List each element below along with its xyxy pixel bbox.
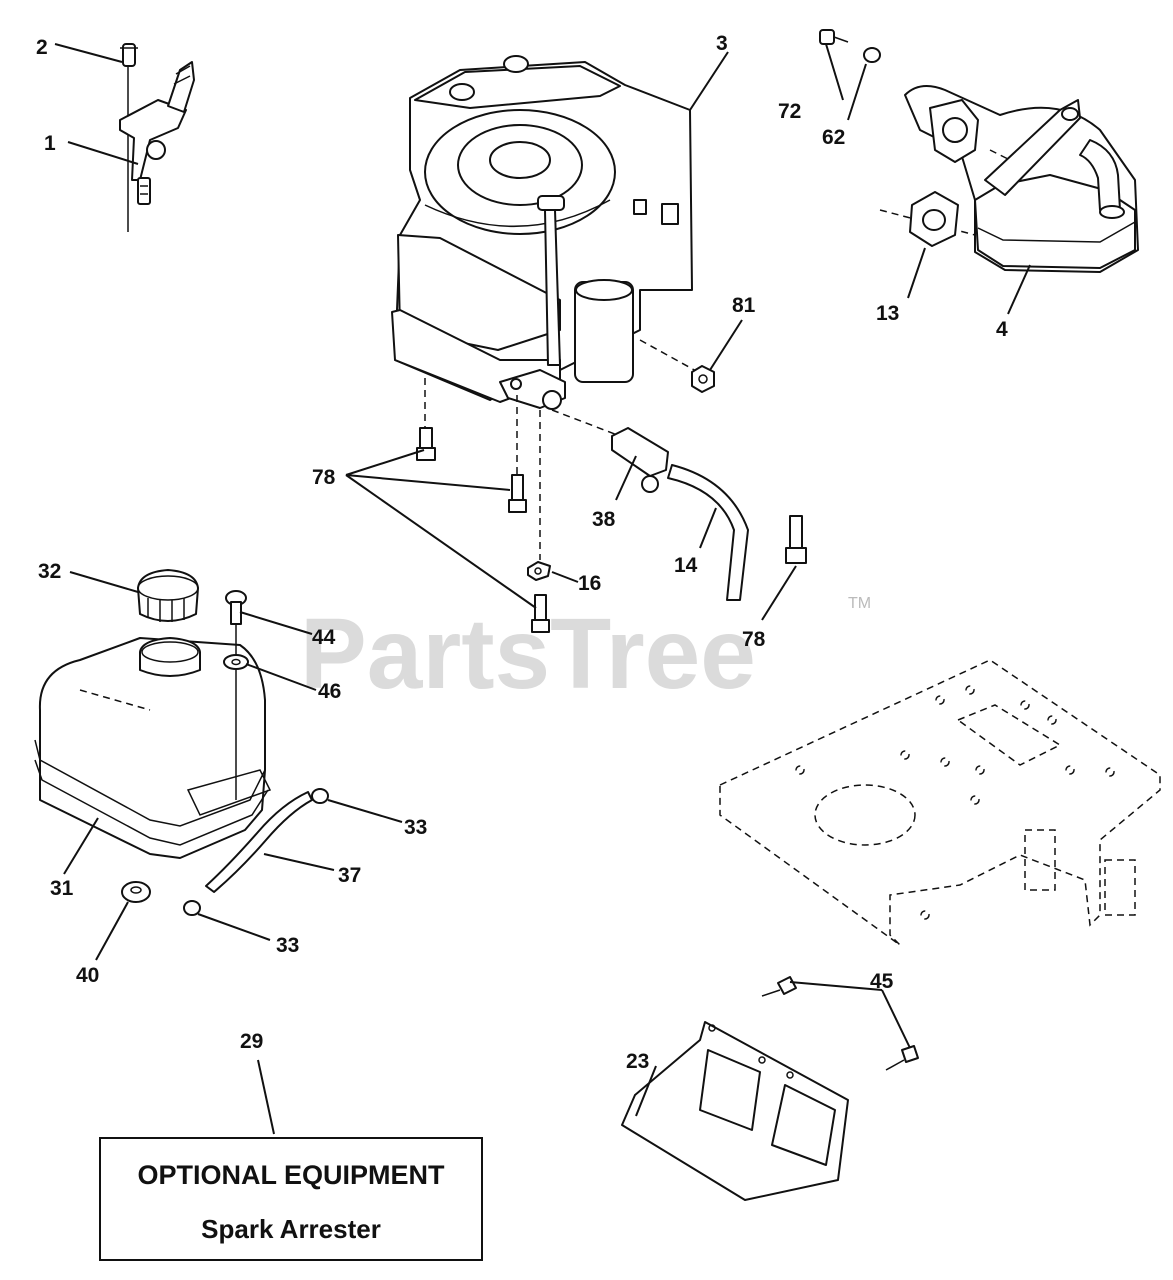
- callout-44: 44: [312, 626, 336, 649]
- callout-33a: 33: [404, 816, 427, 839]
- callout-40: 40: [76, 964, 99, 987]
- nut-81: [691, 365, 715, 393]
- callout-38: 38: [592, 508, 616, 531]
- callout-16: 16: [578, 572, 601, 595]
- washer-46: [223, 654, 249, 670]
- lock-washer-62: [863, 47, 881, 63]
- callout-29: 29: [240, 1030, 263, 1053]
- watermark-text: PartsTree: [300, 598, 756, 710]
- callout-13: 13: [876, 302, 899, 325]
- callout-72: 72: [778, 100, 801, 123]
- fuel-filter-38: [611, 427, 669, 493]
- leader-lines: [54, 43, 1031, 1135]
- optional-equipment-title: OPTIONAL EQUIPMENT: [137, 1160, 445, 1190]
- gasket-13: [909, 191, 959, 247]
- frame: [719, 659, 1161, 946]
- muffler: [879, 85, 1139, 273]
- engine: [391, 55, 699, 437]
- callout-37: 37: [338, 864, 361, 887]
- fuel-cap-32: [137, 569, 199, 622]
- screws-45: [761, 976, 919, 1071]
- grommet-40: [121, 881, 151, 903]
- hose-clamp-33: [183, 788, 329, 916]
- callout-32: 32: [38, 560, 61, 583]
- bolt-72: [819, 29, 849, 45]
- throttle-control: [119, 43, 195, 232]
- washer-16: [527, 561, 551, 581]
- watermark-trademark: TM: [848, 595, 871, 612]
- watermark: PartsTree TM: [300, 595, 871, 710]
- callout-2: 2: [36, 36, 48, 59]
- callout-labels: 2 1 3 4 13 72 62 81 78 78 16 38 14 32 44…: [36, 32, 1008, 1073]
- fuel-line-37: [205, 791, 313, 893]
- bolts-78: [416, 378, 807, 633]
- heat-shield-23: [621, 1021, 849, 1201]
- callout-3: 3: [716, 32, 728, 55]
- callout-45: 45: [870, 970, 894, 993]
- callout-62: 62: [822, 126, 845, 149]
- callout-81: 81: [732, 294, 756, 317]
- callout-23: 23: [626, 1050, 649, 1073]
- callout-1: 1: [44, 132, 56, 155]
- callout-14: 14: [674, 554, 698, 577]
- fuel-tank-31: [34, 637, 272, 859]
- optional-equipment-box: OPTIONAL EQUIPMENT Spark Arrester: [99, 1137, 483, 1261]
- fuel-line-14: [667, 464, 749, 601]
- optional-equipment-subtitle: Spark Arrester: [201, 1214, 381, 1244]
- callout-78a: 78: [312, 466, 336, 489]
- callout-46: 46: [318, 680, 341, 703]
- callout-31: 31: [50, 877, 74, 900]
- callout-4: 4: [996, 318, 1008, 341]
- callout-78b: 78: [742, 628, 766, 651]
- screw-44: [225, 590, 247, 800]
- callout-33b: 33: [276, 934, 299, 957]
